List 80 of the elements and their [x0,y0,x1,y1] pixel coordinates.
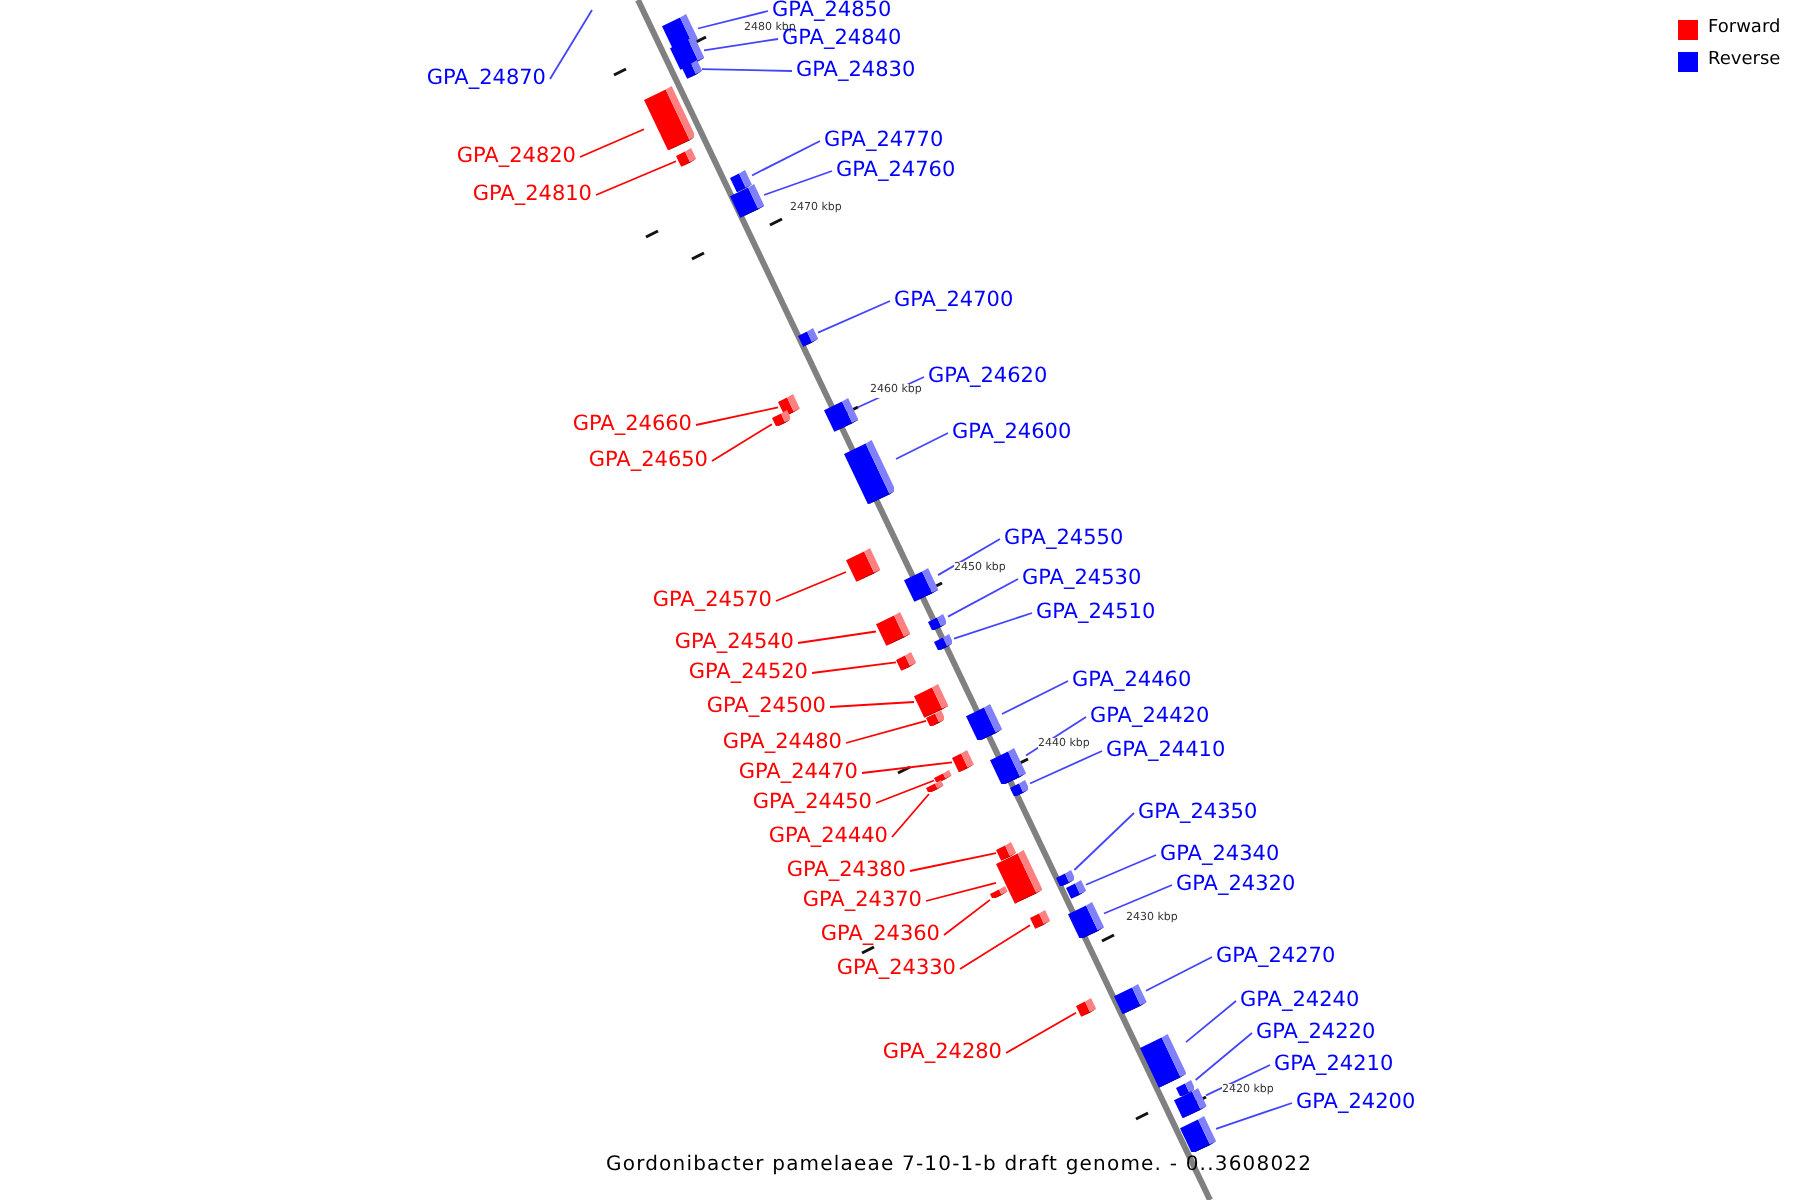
gene-label: GPA_24830 [796,58,916,84]
leader-line [697,10,769,30]
gene-label: GPA_24440 [768,824,888,850]
leader-line [1205,1064,1271,1097]
gene-label: GPA_24650 [588,448,708,474]
gene-label: GPA_24240 [1240,988,1360,1014]
leader-line [925,882,997,902]
gene-label: GPA_24810 [472,182,592,208]
leader-line [579,128,645,158]
caption: Gordonibacter pamelaeae 7-10-1-b draft genome. - 0..3608022 [606,1154,1313,1176]
gene-label: GPA_24820 [456,144,576,170]
gene-label: GPA_24600 [952,420,1072,446]
leader-line [1085,854,1157,886]
leader-line [797,630,877,644]
gene-label: GPA_24660 [572,412,692,438]
gene-label: GPA_24340 [1160,842,1280,868]
leader-line [959,924,1031,970]
leader-line [763,170,833,196]
leader-line [909,852,997,872]
leader-line [1103,884,1173,915]
leader-line [703,38,779,52]
leader-line [811,661,897,674]
gene-label: GPA_24700 [894,288,1014,314]
gene-label: GPA_24200 [1296,1090,1416,1116]
leader-line [861,761,953,774]
gene-label: GPA_24370 [802,888,922,914]
leader-line [775,571,847,602]
gene-label: GPA_24850 [772,0,892,24]
gene-label: GPA_24450 [752,790,872,816]
leader-line [1029,750,1103,785]
gene-label: GPA_24480 [722,730,842,756]
gene-label: GPA_24220 [1256,1020,1376,1046]
leader-line [875,779,935,804]
leader-line [895,432,949,460]
gene-label: GPA_24460 [1072,668,1192,694]
gene-label: GPA_24530 [1022,566,1142,592]
gene-label: GPA_24520 [688,660,808,686]
gene-label: GPA_24550 [1004,526,1124,552]
leader-line [595,160,677,196]
leader-line [751,140,821,177]
leader-line [701,68,793,72]
gene-label: GPA_24620 [928,364,1048,390]
legend-label: Reverse [1708,50,1781,72]
leader-line [549,9,593,80]
gene-label: GPA_24760 [836,158,956,184]
gene-label: GPA_24870 [426,66,546,92]
gene-label: GPA_24770 [824,128,944,154]
leader-line [1145,956,1213,992]
gene-label: GPA_24350 [1138,800,1258,826]
leader-line [1194,1032,1253,1081]
leader-line [817,300,891,334]
gene-label: GPA_24210 [1274,1052,1394,1078]
leader-line [947,578,1019,618]
gene-label: GPA_24380 [786,858,906,884]
gene-label: GPA_24320 [1176,872,1296,898]
gene-label: GPA_24570 [652,588,772,614]
gene-label: GPA_24330 [836,956,956,982]
leader-line [711,423,773,462]
gene-label: GPA_24470 [738,760,858,786]
leader-line [937,538,1001,576]
leader-line [845,719,927,744]
gene-label: GPA_24510 [1036,600,1156,626]
leader-line [1185,1000,1237,1043]
leader-line [829,701,915,708]
leader-line [1073,812,1135,871]
gene-label: GPA_24270 [1216,944,1336,970]
leader-line [1001,680,1069,715]
leader-line [953,612,1033,640]
gene-label: GPA_24360 [820,922,940,948]
legend-label: Forward [1708,18,1781,40]
gene-label: GPA_24540 [674,630,794,656]
leader-line [695,406,779,426]
gene-label: GPA_24280 [882,1040,1002,1066]
leader-line [891,793,930,838]
gene-label: GPA_24410 [1106,738,1226,764]
leader-line [943,898,991,936]
gene-label: GPA_24420 [1090,704,1210,730]
leader-line [1005,1011,1077,1054]
leader-line [1215,1102,1293,1130]
gene-label: GPA_24500 [706,694,826,720]
